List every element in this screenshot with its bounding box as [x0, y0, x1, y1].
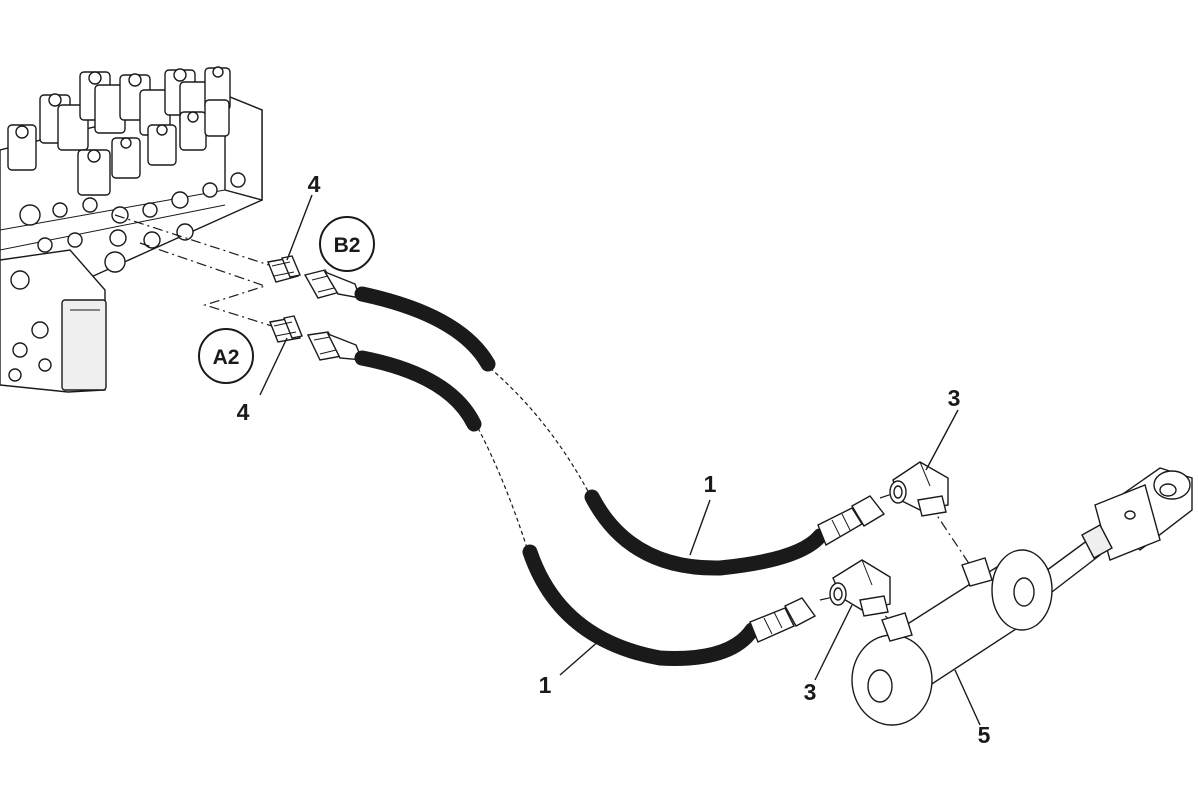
elbow-fitting-upper	[889, 461, 949, 517]
callout-adapter-lower: 4	[237, 399, 250, 425]
hose-lower	[354, 350, 760, 666]
port-marker-a2: A2	[198, 328, 254, 384]
adapter-fitting-lower	[269, 315, 303, 343]
callout-hose-lower: 1	[539, 672, 552, 698]
hose-crimp-fitting-lower	[749, 597, 817, 643]
callout-adapter-upper: 4	[308, 171, 321, 197]
port-label-a2: A2	[213, 346, 240, 369]
callout-hose-upper: 1	[704, 471, 717, 497]
callout-elbow-upper: 3	[948, 385, 961, 411]
port-label-b2: B2	[334, 234, 361, 257]
callout-elbow-lower: 3	[804, 679, 817, 705]
adapter-fitting-upper	[267, 255, 301, 283]
hose-end-fitting-lower	[306, 331, 364, 361]
elbow-fitting-lower	[829, 559, 891, 617]
hose-end-fitting-upper	[303, 269, 362, 299]
hydraulic-cylinder	[851, 467, 1193, 726]
hose-crimp-fitting-upper	[817, 495, 886, 547]
callout-cylinder: 5	[978, 722, 991, 748]
callout-labels: 4 4 1 1 3 3 5	[237, 171, 991, 748]
leader-lines	[259, 194, 981, 726]
port-marker-b2: B2	[319, 216, 375, 272]
hose-upper	[354, 286, 828, 576]
